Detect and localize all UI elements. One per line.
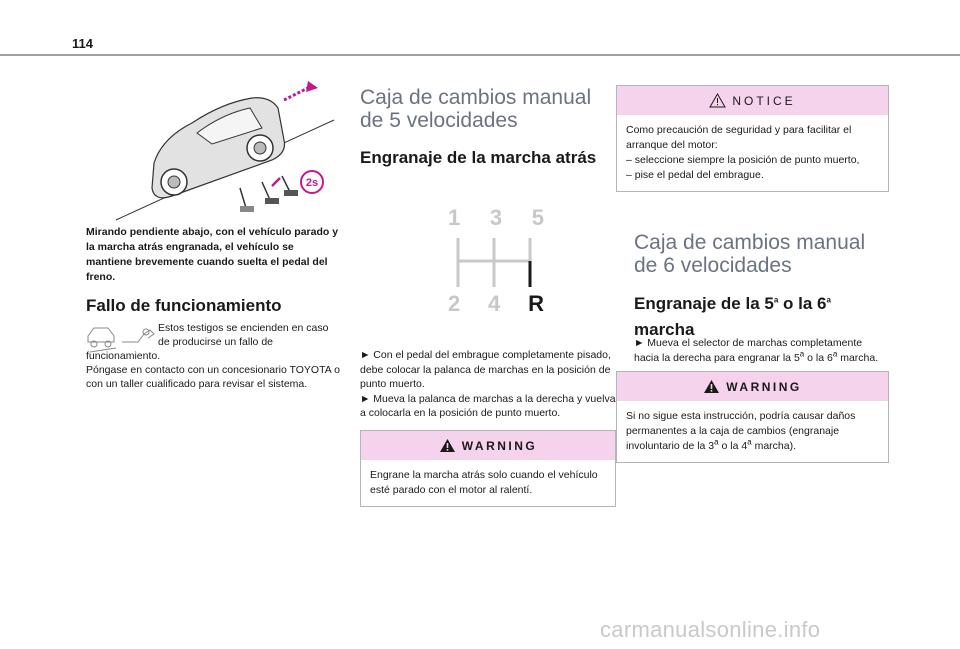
gear-label-2: 2: [448, 291, 461, 316]
fallo-text-block: funcionamiento. Póngase en contacto con …: [86, 349, 348, 391]
notice-triangle-icon: [709, 93, 727, 108]
warning-pre: Si no sigue esta instrucción, podría cau…: [626, 410, 856, 452]
watermark: carmanualsonline.info: [600, 617, 821, 642]
sub-title-reverse: Engranaje de la marcha atrás: [360, 148, 597, 167]
warning-post: marcha).: [751, 440, 797, 452]
gear-label-1: 1: [448, 205, 461, 230]
warning-text-2: Si no sigue esta instrucción, podría cau…: [617, 401, 888, 462]
warning-box-reverse: WARNING Engrane la marcha atrás solo cua…: [360, 430, 616, 507]
warning-mid: o la 4: [718, 440, 748, 452]
gear-label-5: 5: [531, 205, 544, 230]
notice-line-3: – pise el pedal del embrague.: [626, 169, 764, 181]
gear-shift-diagram: 1 3 5 2 4 R: [448, 205, 544, 325]
bullet-1: ► Con el pedal del embrague completament…: [360, 349, 611, 390]
sub-title-mid: o la 6: [778, 294, 827, 313]
warning-label: WARNING: [461, 438, 538, 453]
fallo-title: Fallo de funcionamiento: [86, 296, 282, 315]
illustration-caption: Mirando pendiente abajo, con el vehículo…: [86, 226, 339, 283]
fallo-text-2: funcionamiento.: [86, 350, 161, 362]
sub-title-pre: Engranaje de la 5: [634, 294, 774, 313]
warning-header: WARNING: [361, 431, 615, 460]
fallo-warning-icons: [87, 327, 155, 353]
reverse-instructions: ► Con el pedal del embrague completament…: [360, 348, 618, 421]
sup-a-5: a: [714, 437, 719, 447]
warning-triangle-icon: [704, 380, 720, 393]
fallo-text-3: Póngase en contacto con un concesionario…: [86, 364, 340, 390]
notice-body: Como precaución de seguridad y para faci…: [617, 115, 888, 191]
shift-5-6-instructions: ► Mueva el selector de marchas completam…: [634, 336, 890, 365]
sub-title-5th-6th: Engranaje de la 5a o la 6a marcha: [634, 294, 894, 340]
section-title-6-speed: Caja de cambios manual de 6 velocidades: [634, 231, 866, 277]
page-number: 114: [72, 36, 93, 51]
warning-triangle-icon: [439, 439, 455, 452]
sup-a-3: a: [799, 349, 805, 358]
fallo-text-1: Estos testigos se encienden en caso de p…: [158, 322, 329, 348]
gear-label-3: 3: [489, 205, 503, 230]
sup-a-2: a: [826, 295, 831, 305]
notice-label: NOTICE: [732, 93, 796, 108]
notice-line-2: – seleccione siempre la posición de punt…: [626, 154, 860, 166]
badge-2s: 2s: [306, 177, 318, 189]
sup-a-1: a: [773, 295, 779, 305]
wrench-warning-icon: [122, 328, 155, 343]
sub-title-post: marcha: [634, 320, 695, 339]
sup-a-4: a: [832, 349, 838, 358]
bullet-pre: ► Mueva el selector de marchas completam…: [634, 337, 863, 364]
notice-line-1: Como precaución de seguridad y para faci…: [626, 124, 852, 151]
bullet-2: ► Mueva la palanca de marchas a la derec…: [360, 392, 616, 420]
notice-header: NOTICE: [617, 86, 888, 115]
notice-box: NOTICE Como precaución de seguridad y pa…: [616, 85, 889, 192]
warning-box-gearbox: WARNING Si no sigue esta instrucción, po…: [616, 371, 889, 463]
bullet-post: marcha.: [837, 351, 879, 364]
sup-a-6: a: [747, 437, 752, 447]
pedals-icon: [239, 175, 298, 212]
warning-header-2: WARNING: [617, 372, 888, 401]
warning-text: Engrane la marcha atrás solo cuando el v…: [370, 469, 598, 496]
hill-hold-warning-icon: [87, 327, 117, 353]
top-rule: [0, 54, 960, 56]
car-on-slope-icon: 2s: [115, 81, 335, 221]
bullet-mid: o la 6: [804, 351, 833, 364]
gear-label-r: R: [528, 291, 544, 316]
section-title-5-speed: Caja de cambios manual de 5 velocidades: [360, 86, 592, 132]
gear-label-4: 4: [488, 291, 501, 316]
warning-label-2: WARNING: [726, 379, 802, 394]
